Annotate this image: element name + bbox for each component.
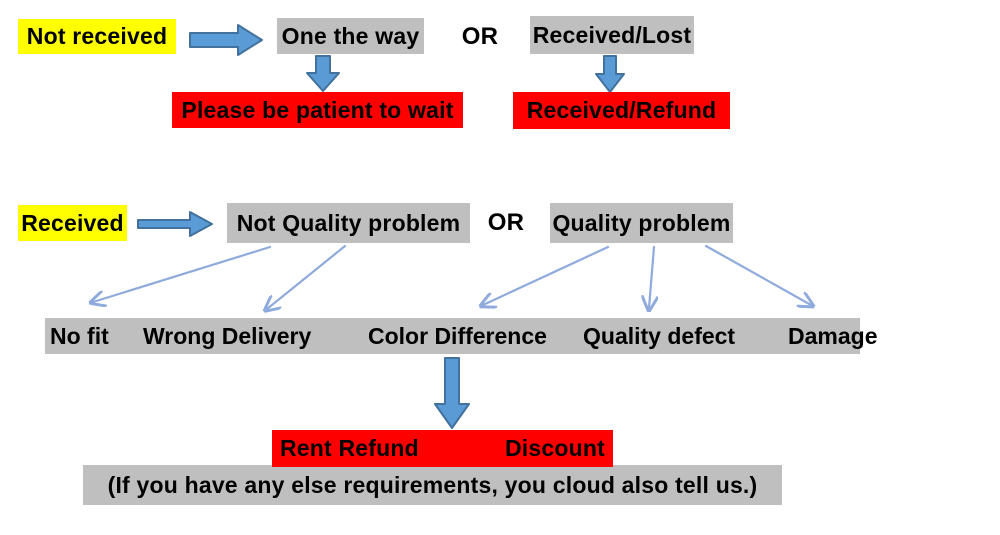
arrow-color-difference-down-icon bbox=[434, 357, 470, 429]
arrow-to-quality-defect-icon bbox=[649, 245, 654, 308]
please-be-patient-box: Please be patient to wait bbox=[172, 92, 463, 128]
received-refund-box: Received/Refund bbox=[513, 92, 730, 129]
discount-label: Discount bbox=[505, 435, 605, 461]
received-box: Received bbox=[18, 205, 127, 241]
reason-no-fit: No fit bbox=[50, 322, 109, 349]
arrow-one-the-way-down-icon bbox=[306, 55, 340, 92]
quality-problem-box: Quality problem bbox=[550, 203, 733, 243]
arrow-to-damage-icon bbox=[704, 244, 811, 305]
reason-quality-defect: Quality defect bbox=[583, 322, 736, 349]
arrow-received-to-not-quality-icon bbox=[137, 211, 213, 237]
arrow-received-lost-down-icon bbox=[595, 55, 625, 93]
reasons-strip: No fit Wrong Delivery Color Difference Q… bbox=[45, 318, 877, 354]
arrow-to-color-difference-icon bbox=[483, 245, 610, 305]
or-label-bottom: OR bbox=[487, 209, 525, 236]
note-strip: (If you have any else requirements, you … bbox=[83, 465, 782, 505]
refund-discount-box: Rent Refund Discount bbox=[272, 430, 613, 467]
reason-wrong-delivery: Wrong Delivery bbox=[143, 322, 312, 349]
arrow-to-no-fit-icon bbox=[93, 245, 272, 302]
one-the-way-box: One the way bbox=[277, 18, 424, 54]
arrow-not-received-to-one-the-way-icon bbox=[189, 24, 263, 56]
arrow-to-wrong-delivery-icon bbox=[267, 244, 347, 309]
received-lost-box: Received/Lost bbox=[530, 16, 694, 54]
not-quality-problem-box: Not Quality problem bbox=[227, 203, 470, 243]
or-label-top: OR bbox=[461, 23, 499, 50]
not-received-box: Not received bbox=[18, 19, 176, 54]
reason-color-difference: Color Difference bbox=[368, 322, 547, 349]
rent-refund-label: Rent Refund bbox=[280, 435, 419, 461]
reason-damage: Damage bbox=[788, 322, 878, 349]
